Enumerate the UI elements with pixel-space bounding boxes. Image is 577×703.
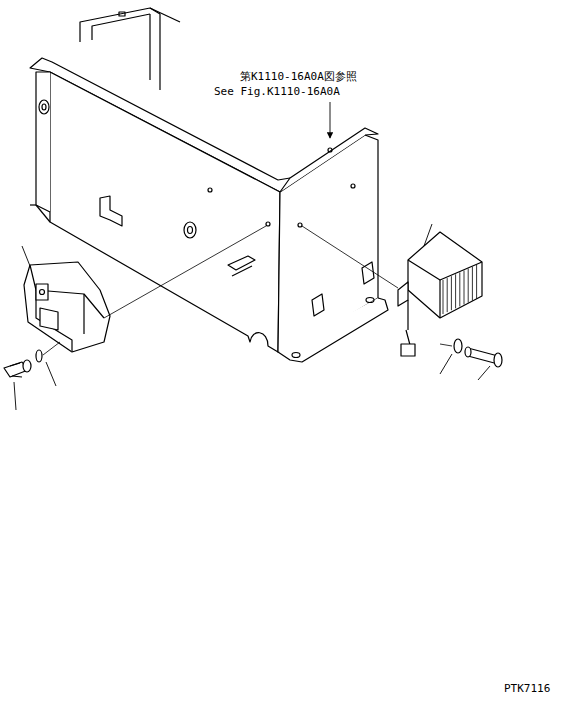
fin-line [447,278,448,312]
reference-note: See Fig.K1110-16A0A [214,85,340,98]
fin-line [443,280,444,314]
fin-line [472,267,473,301]
rear-frame [80,8,180,90]
regulator [398,232,482,356]
reference-note: 第K1110-16A0A図参照 [240,70,357,83]
assembly-lines [43,226,452,355]
heat-fins [443,265,477,314]
fin-line [476,265,477,299]
fin-line [464,271,465,305]
fin-line [468,269,469,303]
drawing-number: PTK7116 [504,682,550,695]
fasteners [4,339,502,377]
fin-line [455,274,456,308]
fin-line [451,276,452,310]
bracket-panel [30,58,388,362]
resistor-box [24,262,110,352]
fin-line [459,272,460,306]
leader-lines [14,102,490,410]
